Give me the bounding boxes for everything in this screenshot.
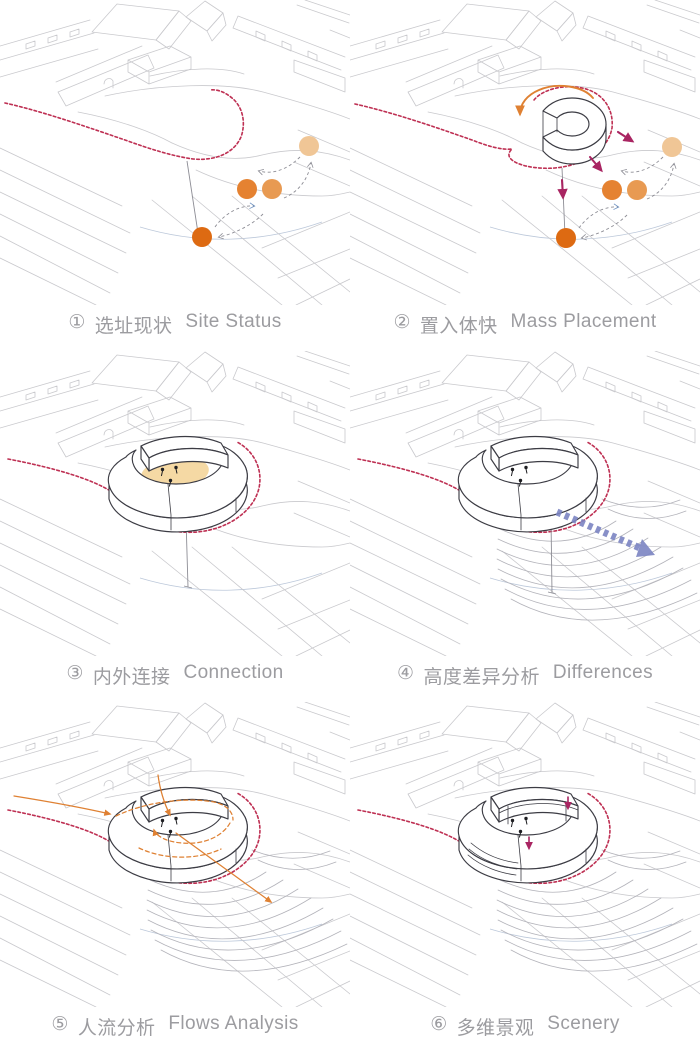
caption-2: ② 置入体快 Mass Placement bbox=[350, 305, 700, 357]
activity-dots bbox=[556, 137, 682, 248]
caption-chinese: 内外连接 bbox=[92, 667, 171, 688]
caption-chinese: 人流分析 bbox=[77, 1018, 156, 1039]
rotation-arrow bbox=[515, 84, 594, 117]
panel-site-status: ① 选址现状 Site Status bbox=[0, 0, 350, 351]
caption-number: ② bbox=[393, 312, 411, 333]
caption-5: ⑤ 人流分析 Flows Analysis bbox=[0, 1007, 350, 1059]
caption-chinese: 多维景观 bbox=[456, 1018, 535, 1039]
caption-english: Differences bbox=[552, 662, 653, 683]
caption-chinese: 选址现状 bbox=[94, 316, 173, 337]
panel-differences: ④ 高度差异分析 Differences bbox=[350, 351, 700, 702]
caption-6: ⑥ 多维景观 Scenery bbox=[350, 1007, 700, 1059]
panel-mass-placement: ② 置入体快 Mass Placement bbox=[350, 0, 700, 351]
caption-3: ③ 内外连接 Connection bbox=[0, 656, 350, 708]
activity-dots bbox=[192, 136, 319, 247]
caption-number: ③ bbox=[66, 663, 84, 684]
caption-1: ① 选址现状 Site Status bbox=[0, 305, 350, 357]
caption-number: ⑥ bbox=[430, 1014, 448, 1035]
panel-flows-analysis: ⑤ 人流分析 Flows Analysis bbox=[0, 702, 350, 1053]
exchange-arrows bbox=[214, 156, 314, 240]
slope-arrow bbox=[555, 508, 655, 557]
flow-arrows bbox=[13, 774, 273, 903]
caption-number: ⑤ bbox=[51, 1014, 69, 1035]
caption-chinese: 高度差异分析 bbox=[423, 667, 540, 688]
caption-4: ④ 高度差异分析 Differences bbox=[350, 656, 700, 708]
panel-connection: ③ 内外连接 Connection bbox=[0, 351, 350, 702]
caption-chinese: 置入体快 bbox=[419, 316, 498, 337]
caption-number: ④ bbox=[397, 663, 415, 684]
site-boundary-dashed bbox=[354, 85, 613, 170]
caption-english: Site Status bbox=[185, 311, 282, 332]
panel-scenery: ⑥ 多维景观 Scenery bbox=[350, 702, 700, 1053]
caption-number: ① bbox=[68, 312, 86, 333]
caption-english: Connection bbox=[183, 662, 284, 683]
placement-arrows bbox=[557, 130, 635, 200]
caption-english: Flows Analysis bbox=[168, 1013, 299, 1034]
caption-english: Scenery bbox=[547, 1013, 620, 1034]
exchange-arrows bbox=[578, 156, 677, 241]
site-boundary-dashed bbox=[4, 89, 245, 161]
view-arrows bbox=[525, 796, 572, 851]
caption-english: Mass Placement bbox=[510, 311, 657, 332]
survey-line bbox=[547, 518, 557, 595]
